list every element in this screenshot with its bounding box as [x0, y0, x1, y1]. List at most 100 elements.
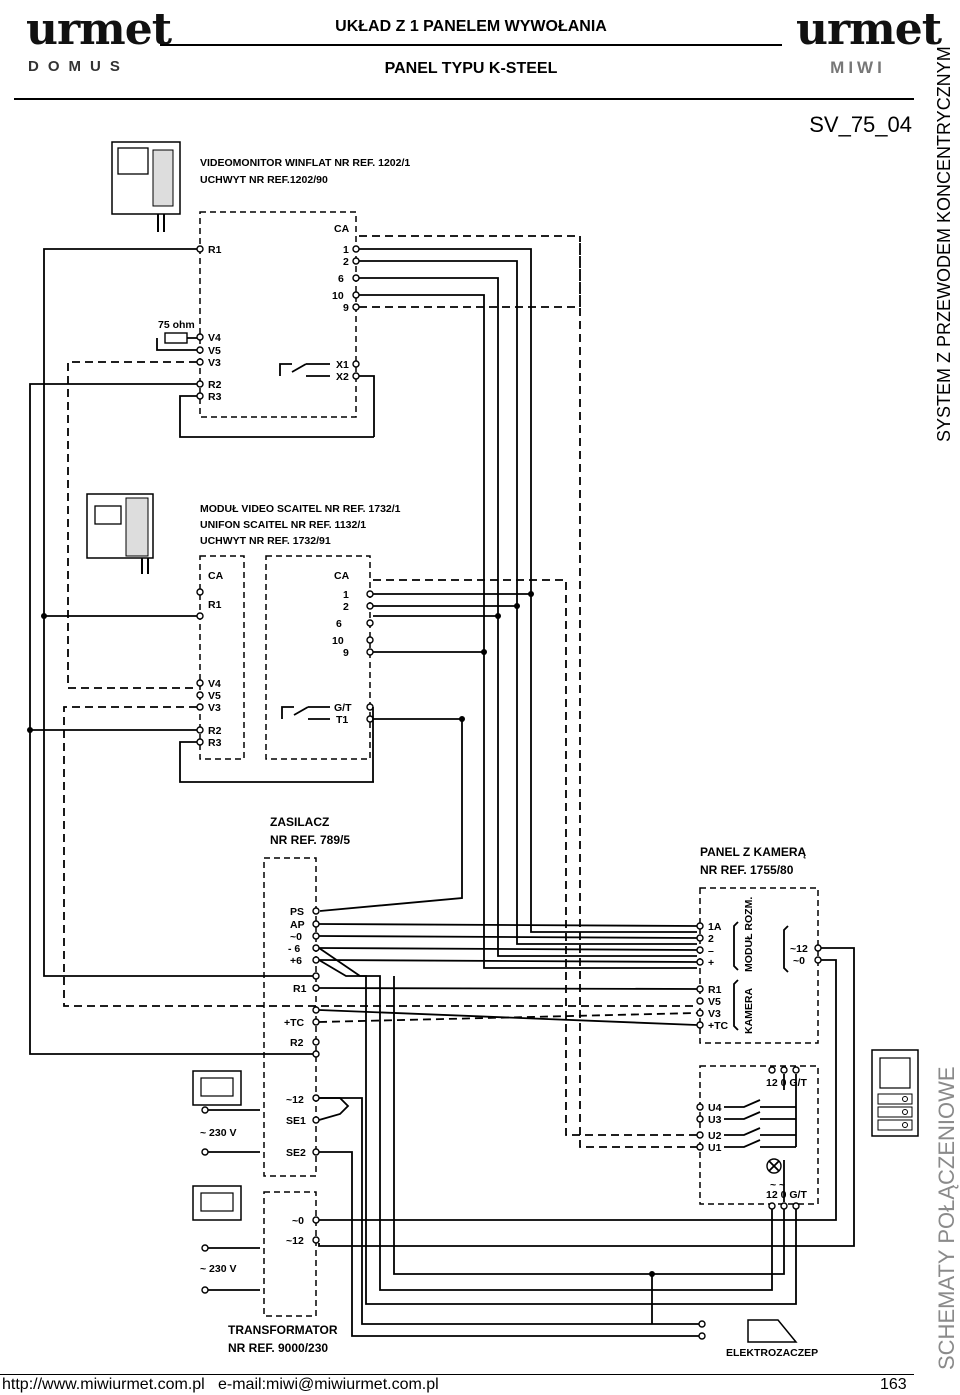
panel-term-v3: V3 — [708, 1008, 721, 1020]
m1-term-r1: R1 — [208, 244, 222, 256]
panel-bottom-terms: 12 0 G/T — [766, 1189, 807, 1201]
panel-main-block — [699, 887, 819, 1044]
m1-term-v3: V3 — [208, 357, 221, 369]
psu-term-tc: +TC — [284, 1017, 305, 1029]
monitor2-left-block — [199, 555, 245, 760]
video-module-icon — [86, 493, 154, 574]
psu-term-ap: AP — [290, 919, 305, 931]
trafo-mains-label: ~ 230 V — [200, 1263, 237, 1275]
panel-term-2: 2 — [708, 933, 714, 945]
m1-term-x2: X2 — [336, 371, 349, 383]
psu-block — [263, 857, 317, 1177]
monitor2-title-2: UNIFON SCAITEL NR REF. 1132/1 — [200, 519, 366, 531]
logo-miwi-wordmark: MIWI — [830, 58, 886, 77]
monitor1-left-terminals: R1 V4 V5 V3 R2 R3 — [208, 244, 222, 403]
monitor1-ca-label: CA — [334, 223, 350, 235]
monitor2-ca-left: CA — [208, 570, 224, 582]
m2-term-2: 2 — [343, 601, 349, 613]
m1-term-v4: V4 — [208, 332, 221, 344]
transformer-title-1: TRANSFORMATOR — [228, 1323, 338, 1337]
monitor1-title-2: UCHWYT NR REF.1202/90 — [200, 174, 328, 186]
panel-term-u1: U1 — [708, 1142, 722, 1154]
footer-email-link[interactable]: e-mail:miwi@miwiurmet.com.pl — [218, 1376, 439, 1393]
monitor2-left-terminals: R1 V4 V5 V3 R2 R3 — [208, 599, 222, 749]
resistor-label: 75 ohm — [158, 319, 195, 331]
m2-term-t1: T1 — [336, 714, 348, 726]
psu-term-r1: R1 — [293, 983, 307, 995]
monitor2-title-3: UCHWYT NR REF. 1732/91 — [200, 535, 331, 547]
page-title: UKŁAD Z 1 PANELEM WYWOŁANIA — [335, 18, 607, 35]
panel-module-terminals: 1A 2 – + R1 V5 V3 +TC ~12 ~0 — [708, 921, 808, 1032]
panel-term-v5: V5 — [708, 996, 721, 1008]
page-number: 163 — [880, 1376, 907, 1393]
trafo-mains-plug — [192, 1185, 260, 1294]
m1-term-v5: V5 — [208, 345, 221, 357]
psu-title-2: NR REF. 789/5 — [270, 833, 350, 847]
panel-term-r1: R1 — [708, 984, 722, 996]
wiring-diagram: .w { fill: none; stroke: #000; stroke-wi… — [27, 141, 919, 1359]
m2-term-v4: V4 — [208, 678, 221, 690]
m1-term-r3: R3 — [208, 391, 222, 403]
m2-term-9: 9 — [343, 647, 349, 659]
panel-top-terms: 12 0 G/T — [766, 1077, 807, 1089]
m1-term-9: 9 — [343, 302, 349, 314]
m1-term-10: 10 — [332, 290, 344, 302]
m2-term-v3: V3 — [208, 702, 221, 714]
panel-camera-label: KAMERA — [743, 988, 755, 1034]
panel-term-u3: U3 — [708, 1114, 722, 1126]
psu-term-ps: PS — [290, 906, 304, 918]
lock-label: ELEKTROZACZEP — [726, 1347, 818, 1359]
m1-term-6: 6 — [338, 273, 344, 285]
m2-term-r1: R1 — [208, 599, 222, 611]
panel-term-plus: + — [708, 957, 714, 969]
panel-term-u4: U4 — [708, 1102, 722, 1114]
psu-term-p6: +6 — [290, 955, 302, 967]
footer-rule — [0, 1374, 914, 1375]
side-title-system: SYSTEM Z PRZEWODEM KONCENTRYCZNYM — [934, 46, 954, 442]
logo-urmet-miwi: urmet MIWI — [796, 4, 942, 80]
panel-term-tc: +TC — [708, 1020, 729, 1032]
panel-term-minus: – — [708, 945, 714, 957]
transformer-block — [263, 1191, 317, 1317]
m1-term-2: 2 — [343, 256, 349, 268]
psu-terminals: PS AP ~0 - 6 +6 R1 +TC R2 ~12 SE1 SE2 — [284, 906, 307, 1159]
m1-term-r2: R2 — [208, 379, 222, 391]
trafo-term-12: ~12 — [286, 1235, 304, 1247]
panel-term-0: ~0 — [793, 955, 805, 967]
monitor1-terminal-block — [199, 211, 357, 418]
logo-domus-wordmark: DOMUS — [28, 58, 129, 75]
m2-term-10: 10 — [332, 635, 344, 647]
door-lock-icon — [698, 1319, 798, 1343]
schema-code: SV_75_04 — [809, 112, 912, 137]
m2-term-6: 6 — [336, 618, 342, 630]
psu-mains-label: ~ 230 V — [200, 1127, 237, 1139]
monitor2-right-terminals: 1 2 6 10 9 G/T T1 — [332, 589, 352, 726]
footer-url-link[interactable]: http://www.miwiurmet.com.pl — [2, 1376, 205, 1393]
trafo-term-0: ~0 — [292, 1215, 304, 1227]
psu-title-1: ZASILACZ — [270, 815, 329, 829]
panel-button-terminals: U4 U3 U2 U1 — [708, 1102, 722, 1154]
door-panel-icon — [871, 1049, 919, 1137]
m2-term-1: 1 — [343, 589, 349, 601]
side-title-schemes: SCHEMATY POŁĄCZENIOWE — [934, 1066, 959, 1370]
m2-term-r2: R2 — [208, 725, 222, 737]
panel-title-1: PANEL Z KAMERĄ — [700, 845, 807, 859]
psu-term-m6: - 6 — [288, 943, 300, 955]
transformer-title-2: NR REF. 9000/230 — [228, 1341, 328, 1355]
psu-term-se1: SE1 — [286, 1115, 306, 1127]
header-rule-top — [160, 44, 782, 46]
panel-title-2: NR REF. 1755/80 — [700, 863, 794, 877]
m1-term-x1: X1 — [336, 359, 349, 371]
monitor2-right-block — [265, 555, 371, 760]
logo-urmet-wordmark-right: urmet — [796, 4, 942, 55]
monitor2-ca-right: CA — [334, 570, 350, 582]
m2-term-v5: V5 — [208, 690, 221, 702]
monitor1-terminal-points — [196, 245, 360, 400]
panel-term-u2: U2 — [708, 1130, 722, 1142]
panel-tilde: ~ ~ — [770, 1179, 785, 1191]
monitor1-title-1: VIDEOMONITOR WINFLAT NR REF. 1202/1 — [200, 157, 410, 169]
wiring-lines — [27, 235, 855, 1337]
videomonitor-icon — [111, 141, 181, 232]
m2-term-r3: R3 — [208, 737, 222, 749]
psu-term-se2: SE2 — [286, 1147, 306, 1159]
